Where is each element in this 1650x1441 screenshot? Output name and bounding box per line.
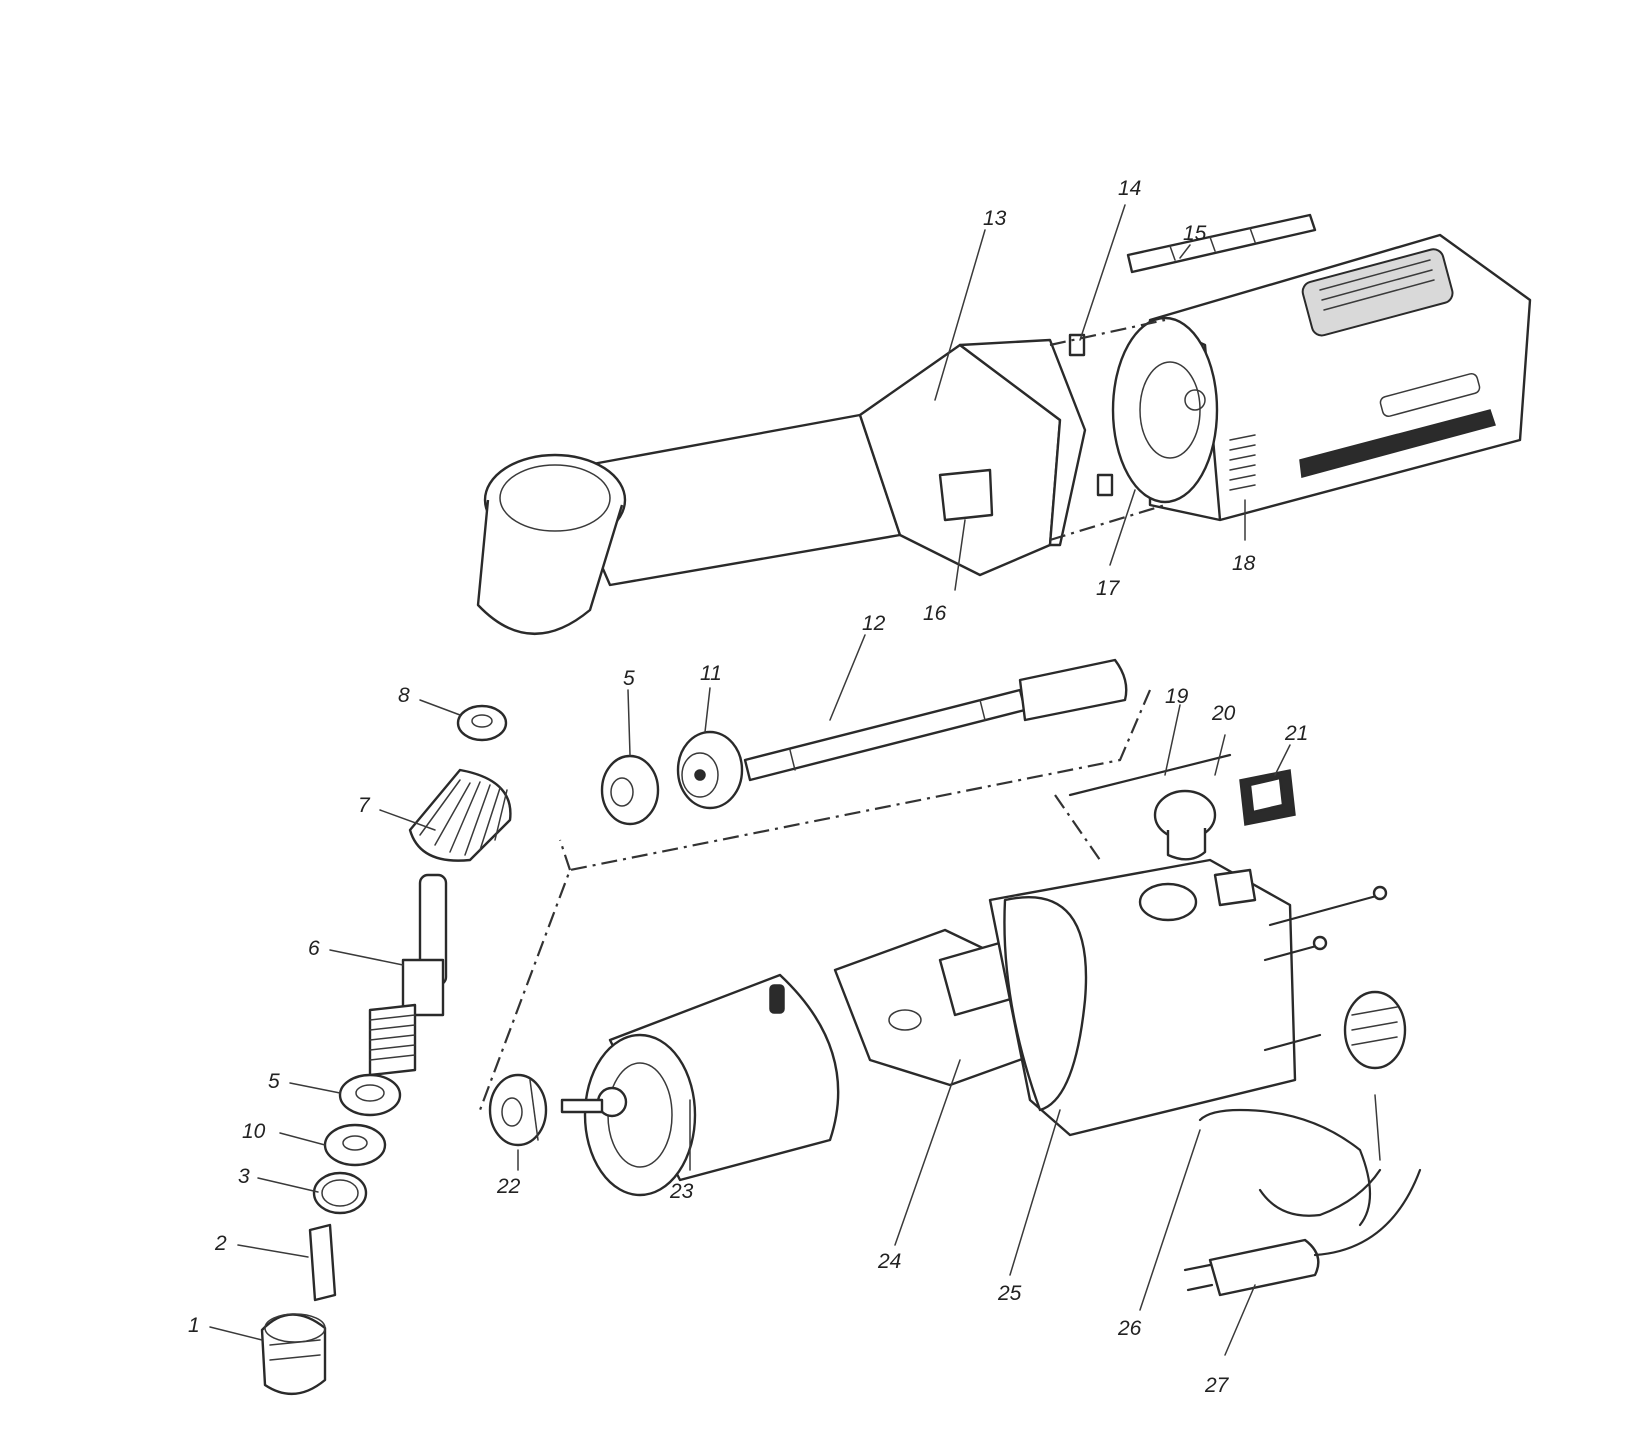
label-5-lower: 5 <box>268 1070 280 1093</box>
label-10: 10 <box>242 1120 266 1143</box>
label-18: 18 <box>1232 552 1256 575</box>
label-6: 6 <box>308 937 320 960</box>
motor-housing <box>1111 233 1532 522</box>
label-15: 15 <box>1183 222 1207 245</box>
label-26: 26 <box>1117 1317 1142 1340</box>
label-3: 3 <box>238 1165 250 1188</box>
label-5-upper: 5 <box>623 667 635 690</box>
cable-clamp <box>1343 990 1407 1070</box>
label-1: 1 <box>188 1314 200 1337</box>
part-1-chuck <box>260 1313 327 1396</box>
label-27: 27 <box>1204 1374 1230 1397</box>
part-6-spindle <box>368 873 448 1077</box>
part-26-cable <box>1198 1094 1382 1227</box>
part-20-switch-knob <box>1153 789 1217 861</box>
part-12-shaft <box>743 658 1128 782</box>
label-8: 8 <box>398 684 410 707</box>
assembly-line-upper <box>1049 318 1166 542</box>
label-22: 22 <box>496 1175 521 1198</box>
part-labels: 1 2 3 10 5 6 7 8 5 11 12 13 14 15 16 17 … <box>188 177 1308 1397</box>
part-25-frame <box>988 858 1388 1137</box>
label-20: 20 <box>1211 702 1236 725</box>
part-2-collet <box>308 1223 337 1302</box>
part-10-washer <box>323 1123 387 1167</box>
part-22-pinion <box>488 1073 548 1147</box>
part-5-bearing-upper <box>600 754 660 826</box>
part-8-washer <box>456 704 508 742</box>
label-24: 24 <box>877 1250 901 1273</box>
part-27-plug <box>1183 1168 1422 1297</box>
gear-head-housing <box>476 338 1087 635</box>
label-14: 14 <box>1118 177 1141 200</box>
label-11: 11 <box>700 662 722 685</box>
label-17: 17 <box>1096 577 1121 600</box>
label-2: 2 <box>214 1232 227 1255</box>
part-15-strip <box>1126 213 1317 274</box>
part-11-bearing <box>676 730 744 810</box>
label-19: 19 <box>1165 685 1189 708</box>
assembly-line-lower <box>478 689 1152 1111</box>
label-12: 12 <box>862 612 886 635</box>
part-7-bevel-gear <box>408 768 512 862</box>
part-5-bearing-lower <box>338 1073 402 1117</box>
leader-lines <box>209 204 1291 1356</box>
label-23: 23 <box>669 1180 694 1203</box>
vent-slots <box>1229 434 1256 491</box>
part-19-rod <box>1068 753 1232 797</box>
label-16: 16 <box>923 602 947 625</box>
label-21: 21 <box>1284 722 1308 745</box>
part-23-motor <box>560 973 840 1197</box>
label-25: 25 <box>997 1282 1022 1305</box>
label-13: 13 <box>983 207 1007 230</box>
label-7: 7 <box>358 794 371 817</box>
part-21-switch <box>1239 769 1296 826</box>
part-3-ring <box>312 1171 368 1215</box>
